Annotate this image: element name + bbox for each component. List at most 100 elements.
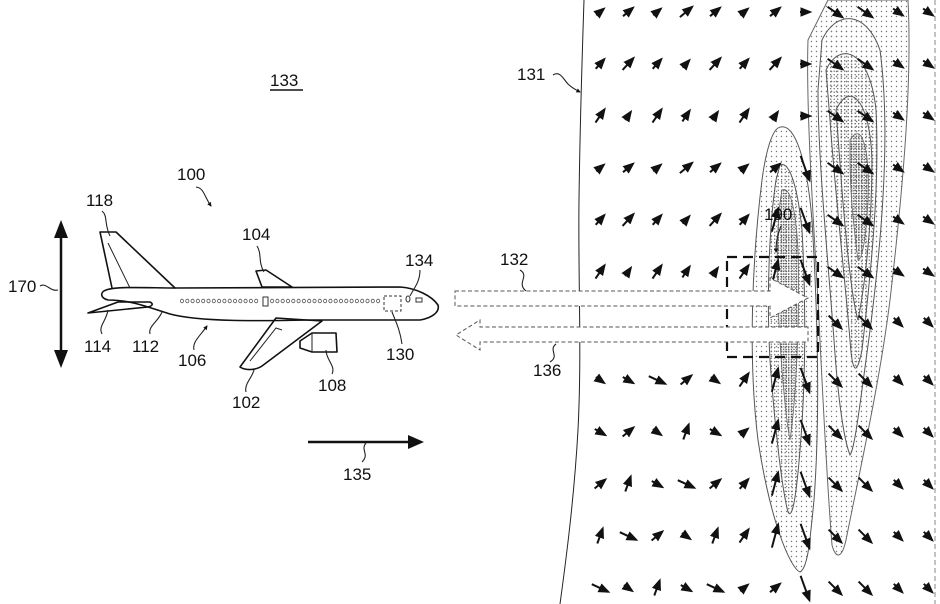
cabin-window: [349, 298, 354, 304]
cabin-window: [376, 298, 381, 304]
wind-vector-arrow: [593, 7, 606, 19]
wind-vector-arrow: [621, 56, 636, 71]
return-signal-label: 136: [533, 361, 561, 380]
wind-vector-arrow: [857, 314, 874, 331]
cabin-window: [291, 298, 296, 304]
travel-direction-leader: [361, 442, 367, 463]
wind-vector-arrow: [651, 213, 663, 226]
dorsal-fin-leader: [256, 245, 265, 273]
horizontal-stabilizer-leader: [100, 309, 109, 335]
wind-vector-arrow: [708, 373, 722, 385]
wind-vector-arrow: [650, 529, 665, 542]
travel-direction-arrowhead: [408, 435, 424, 449]
wind-vector-arrow: [680, 108, 691, 122]
wind-vector-arrow: [651, 57, 663, 70]
wind-vector-arrow: [621, 581, 635, 593]
wind-vector-arrow: [827, 109, 845, 123]
cabin-window: [190, 298, 195, 304]
cabin-window: [195, 298, 200, 304]
sensor-unit-leader: [391, 311, 403, 345]
engine-leader: [325, 349, 334, 375]
wind-vector-arrow: [594, 526, 604, 544]
wind-vector-arrow: [622, 162, 635, 174]
wind-vector-arrow: [857, 109, 875, 123]
wind-vector-arrow: [650, 425, 664, 437]
cabin-window: [365, 298, 370, 304]
wind-vector-arrow: [594, 213, 606, 226]
wind-vector-arrow: [770, 418, 781, 444]
cabin-window: [328, 298, 333, 304]
cabin-window: [243, 298, 248, 304]
wind-vector-arrow: [857, 580, 874, 597]
cockpit-leader: [409, 269, 421, 297]
return-signal-arrow[interactable]: [455, 319, 809, 351]
cabin-window: [227, 298, 232, 304]
wind-vector-arrow: [892, 265, 905, 277]
detected-region-leader: [773, 225, 782, 253]
horizontal-stabilizer: [87, 301, 153, 314]
wind-vector-arrow: [737, 7, 750, 19]
vertical-stabilizer: [99, 231, 176, 289]
wind-vector-arrow: [593, 163, 606, 175]
wind-vector-arrow: [857, 213, 875, 227]
wind-vector-arrow: [621, 109, 633, 123]
vertical-stabilizer-leader: [101, 210, 111, 237]
cabin-window: [333, 298, 338, 304]
wind-vector-arrow: [770, 522, 781, 548]
wind-vector-arrow: [593, 373, 607, 385]
airspace-boundary-label: 131: [517, 65, 545, 84]
wind-vector-arrow: [827, 476, 844, 493]
wind-vector-arrow: [892, 109, 905, 121]
wind-vector-arrow: [651, 263, 663, 280]
wind-vector-arrow: [594, 263, 606, 280]
wing-label: 102: [232, 393, 260, 412]
wind-vector-arrow: [892, 213, 905, 225]
pitch-axis-arrowhead-down: [54, 350, 68, 368]
wind-vector-arrow: [738, 477, 750, 490]
wind-vector-arrow: [857, 372, 874, 389]
transmitted-signal-arrow[interactable]: [454, 277, 810, 319]
wind-vector-arrow: [651, 107, 663, 124]
wind-vector-arrow: [738, 371, 750, 388]
wind-vector-arrow: [679, 58, 691, 71]
fuselage-label: 106: [178, 351, 206, 370]
wind-vector-arrow: [593, 477, 608, 490]
wind-vector-arrow: [799, 575, 811, 603]
wind-vector-arrow: [651, 478, 665, 489]
wind-vector-arrow: [922, 5, 935, 17]
cabin-window: [254, 298, 259, 304]
wind-vector-arrow: [708, 477, 723, 490]
cabin-window: [323, 298, 328, 304]
wind-vector-arrow: [922, 530, 934, 542]
wind-vector-arrow: [827, 424, 844, 441]
wind-vector-arrow: [857, 161, 875, 175]
wind-vector-arrow: [650, 7, 663, 19]
wind-vector-arrow: [857, 528, 874, 545]
wind-vector-arrow: [622, 474, 632, 492]
wind-vector-arrow: [892, 161, 905, 173]
wind-vector-arrow: [892, 374, 904, 386]
wind-vector-arrow: [768, 109, 780, 123]
wind-vector-arrow: [594, 107, 606, 124]
pitch-axis-leader: [39, 284, 59, 291]
wind-vector-arrow: [892, 5, 905, 17]
wind-vector-arrow: [737, 583, 750, 595]
pitch-axis-label: 170: [8, 277, 36, 296]
wind-vector-arrow: [799, 259, 811, 287]
cabin-window: [280, 298, 285, 304]
wind-vector-arrow: [622, 374, 636, 385]
wind-vector-arrow: [770, 366, 781, 392]
cockpit-label: 134: [405, 251, 433, 270]
cabin-window: [217, 298, 222, 304]
cabin-window: [370, 298, 375, 304]
cabin-window: [312, 298, 317, 304]
engine-label: 108: [318, 376, 346, 395]
wind-vector-arrow: [708, 265, 720, 279]
wind-vector-arrow: [892, 316, 904, 328]
wind-vector-arrow: [827, 528, 844, 545]
wind-vector-arrow: [679, 161, 694, 174]
wind-vector-arrow: [922, 57, 935, 69]
transmitted-signal-label: 132: [500, 250, 528, 269]
cabin-window: [211, 298, 216, 304]
